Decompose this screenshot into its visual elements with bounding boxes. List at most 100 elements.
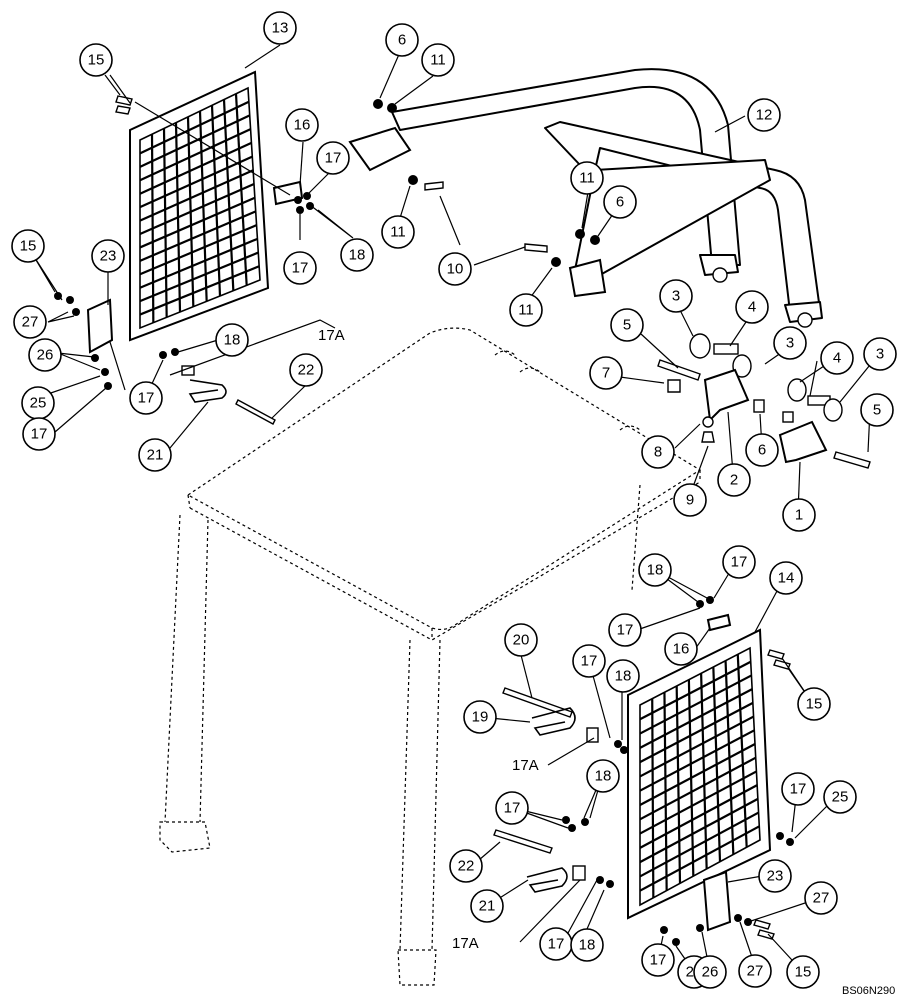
- callout-circle: [773, 326, 807, 360]
- callout-c17b: 17: [283, 251, 317, 285]
- callout-circle: [509, 293, 543, 327]
- callout-c6a: 6: [385, 23, 419, 57]
- callout-number: 17: [650, 952, 667, 969]
- callout-c25b: 25: [823, 780, 857, 814]
- callout-number: 11: [430, 52, 446, 69]
- callout-circle: [463, 700, 497, 734]
- callout-circle: [589, 356, 623, 390]
- callout-number: 5: [623, 317, 631, 334]
- callout-circle: [91, 239, 125, 273]
- callout-c13: 13: [263, 11, 297, 45]
- screen-14: [627, 628, 772, 920]
- callout-number: 1: [795, 507, 803, 524]
- callout-c27c: 27: [738, 954, 772, 988]
- callout-number: 6: [758, 442, 766, 459]
- canopy-body-phantom: [159, 327, 702, 986]
- callout-c6b: 6: [603, 185, 637, 219]
- callout-c18c: 18: [638, 553, 672, 587]
- callout-circle: [449, 849, 483, 883]
- callout-circle: [79, 43, 113, 77]
- callout-number: 11: [518, 302, 534, 319]
- callout-number: 11: [390, 224, 406, 241]
- mesh-line: [639, 674, 752, 735]
- mesh-line: [139, 237, 258, 289]
- mesh-line: [639, 729, 755, 792]
- callout-number: 17: [548, 936, 565, 953]
- callout-number: 15: [795, 964, 812, 981]
- callout-c5a: 5: [610, 308, 644, 342]
- mesh-line: [639, 688, 753, 749]
- callout-c18f: 18: [570, 928, 604, 962]
- callout-number: 12: [756, 107, 773, 124]
- callout-number: 10: [447, 261, 464, 278]
- screen-13: [129, 70, 270, 342]
- mesh-line: [639, 701, 754, 764]
- callout-number: 18: [224, 332, 241, 349]
- callout-circle: [570, 161, 604, 195]
- callout-circle: [28, 338, 62, 372]
- callout-number: 17: [504, 800, 521, 817]
- callout-circle: [289, 353, 323, 387]
- callout-circle: [820, 341, 854, 375]
- callout-circle: [572, 644, 606, 678]
- callout-circle: [263, 11, 297, 45]
- callout-circle: [673, 483, 707, 517]
- callout-c25a: 25: [21, 386, 55, 420]
- callout-c5b: 5: [860, 393, 894, 427]
- callout-c18a: 18: [340, 238, 374, 272]
- callout-c15d: 15: [786, 955, 820, 989]
- callout-circle: [438, 252, 472, 286]
- callout-c3c: 3: [863, 337, 897, 371]
- callout-circle: [638, 553, 672, 587]
- callout-number: 17: [581, 653, 598, 670]
- callout-c17d: 17: [22, 417, 56, 451]
- mesh-line: [639, 784, 758, 849]
- callout-number: 25: [832, 789, 849, 806]
- callout-number: 17: [31, 426, 48, 443]
- callout-c16b: 16: [664, 632, 698, 666]
- mesh-line: [639, 660, 752, 721]
- callout-circle: [285, 108, 319, 142]
- callout-number: 16: [673, 641, 690, 658]
- callout-c18b: 18: [215, 323, 249, 357]
- callout-c7: 7: [589, 356, 623, 390]
- mesh-line: [139, 141, 252, 195]
- callout-c17g: 17: [572, 644, 606, 678]
- callout-circle: [381, 215, 415, 249]
- callout-circle: [735, 290, 769, 324]
- callout-circle: [586, 759, 620, 793]
- drawing-code: BS06N290: [842, 985, 895, 997]
- callout-c26b: 26: [693, 955, 727, 989]
- callout-circle: [769, 561, 803, 595]
- callout-circle: [717, 463, 751, 497]
- mesh-line: [139, 128, 252, 182]
- callout-number: 3: [672, 288, 680, 305]
- callout-number: 15: [806, 696, 823, 713]
- callout-c6c: 6: [745, 433, 779, 467]
- callout-circle: [641, 943, 675, 977]
- callout-c17k: 17: [641, 943, 675, 977]
- callout-number: 26: [702, 964, 719, 981]
- callout-circle: [385, 23, 419, 57]
- callout-c15c: 15: [797, 687, 831, 721]
- callout-number: 8: [654, 444, 662, 461]
- callout-c14: 14: [769, 561, 803, 595]
- callout-circle: [316, 141, 350, 175]
- callout-circle: [804, 881, 838, 915]
- callout-number: 14: [778, 570, 795, 587]
- callout-circle: [722, 545, 756, 579]
- callout-number: 16: [294, 117, 311, 134]
- mesh-line: [639, 715, 755, 778]
- callout-circle: [470, 889, 504, 923]
- callout-c21a: 21: [138, 438, 172, 472]
- callout-c22a: 22: [289, 353, 323, 387]
- callout-circle: [664, 632, 698, 666]
- callout-number: 18: [579, 937, 596, 954]
- callout-number: 13: [272, 20, 289, 37]
- callout-number: 17: [617, 622, 634, 639]
- callout-number: 27: [22, 314, 39, 331]
- callout-number: 23: [767, 868, 784, 885]
- callout-c21b: 21: [470, 889, 504, 923]
- mesh-line: [139, 224, 257, 276]
